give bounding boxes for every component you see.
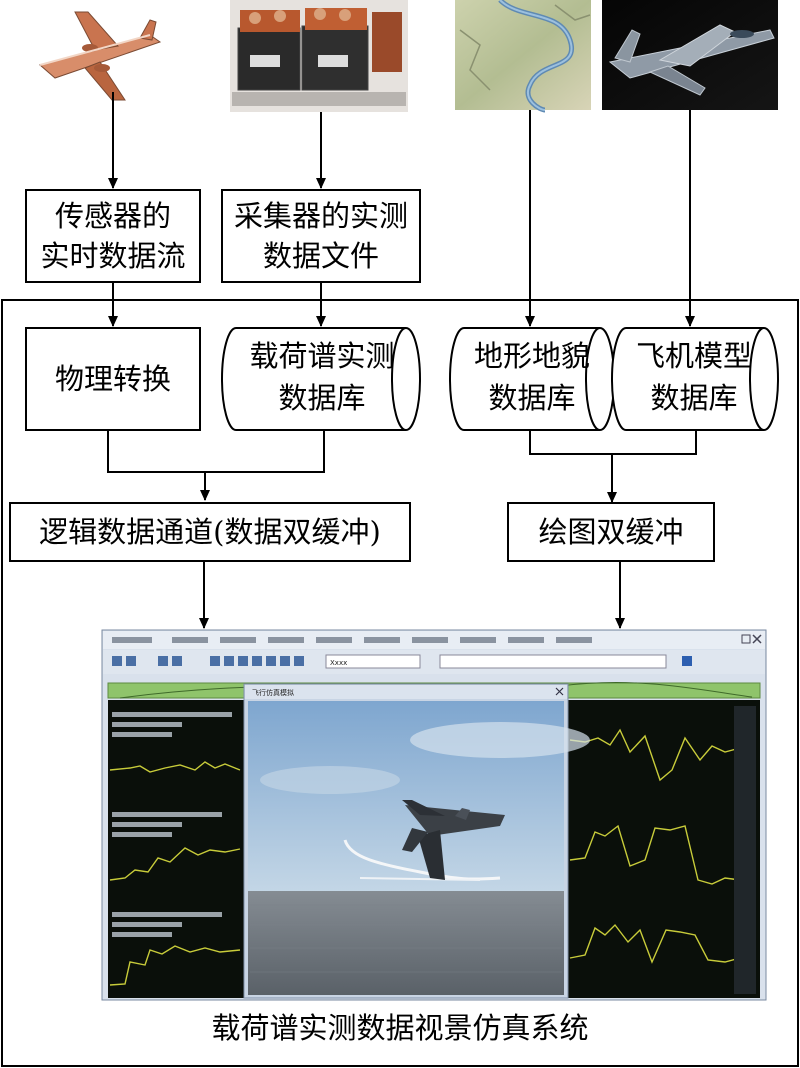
merge-line-right — [529, 430, 697, 455]
app-max-icon[interactable] — [741, 634, 751, 644]
collector-file-line2: 数据文件 — [263, 239, 379, 273]
terrain-db-line1: 地形地貌 — [474, 339, 590, 373]
terrain-db-cylinder: 地形地貌 数据库 — [449, 327, 615, 431]
app-menu-items — [112, 637, 592, 643]
draw-buffer-box: 绘图双缓冲 — [507, 502, 715, 562]
physical-conversion-label: 物理转换 — [55, 362, 171, 396]
toolbar-extra-icon[interactable] — [682, 656, 692, 666]
logic-channel-box: 逻辑数据通道(数据双缓冲) — [9, 502, 411, 562]
right-scale-strip — [734, 706, 756, 994]
sensor-stream-line2: 实时数据流 — [40, 239, 185, 273]
collector-hardware-image — [230, 0, 408, 112]
aircraft-model-db-line2: 数据库 — [650, 381, 737, 415]
collector-file-line1: 采集器的实测 — [234, 199, 408, 233]
physical-conversion-box: 物理转换 — [25, 327, 201, 431]
load-spectrum-db-line2: 数据库 — [278, 381, 365, 415]
left-signal-traces — [109, 761, 241, 986]
sim-sea — [248, 891, 564, 995]
left-signal-labels — [112, 712, 232, 937]
system-caption: 载荷谱实测数据视景仿真系统 — [211, 1011, 588, 1045]
collector-file-box: 采集器的实测 数据文件 — [221, 189, 421, 283]
app-close-icon[interactable] — [752, 634, 762, 644]
merge-line-left — [107, 430, 325, 473]
airliner-image — [38, 11, 162, 101]
toolbar-zoom-combo[interactable] — [325, 654, 421, 669]
draw-buffer-label: 绘图双缓冲 — [538, 515, 683, 549]
toolbar-path-combo[interactable] — [439, 654, 667, 669]
fighter-jet-image — [602, 0, 778, 110]
system-boundary — [1, 299, 799, 1067]
sim-fighter-jet — [402, 800, 505, 880]
sensor-stream-box: 传感器的 实时数据流 — [25, 189, 201, 283]
sim-window-title: 飞行仿真模拟 — [252, 688, 294, 697]
simulation-popup-window: 飞行仿真模拟 — [243, 683, 590, 999]
toolbar-zoom-value: Xxxx — [330, 659, 347, 667]
logic-channel-label: 逻辑数据通道(数据双缓冲) — [39, 515, 381, 549]
load-spectrum-db-line1: 载荷谱实测 — [249, 339, 394, 373]
toolbar-icons[interactable] — [112, 656, 304, 666]
aircraft-model-db-cylinder: 飞机模型 数据库 — [611, 327, 779, 431]
sim-window-close-icon[interactable] — [555, 687, 564, 696]
terrain-db-line2: 数据库 — [488, 381, 575, 415]
simulation-app-screenshot: Xxxx — [101, 629, 767, 1001]
load-spectrum-db-cylinder: 载荷谱实测 数据库 — [221, 327, 421, 431]
right-signal-traces — [569, 728, 741, 964]
sensor-stream-line1: 传感器的 — [55, 199, 171, 233]
aircraft-model-db-line1: 飞机模型 — [636, 339, 752, 373]
terrain-map-image — [455, 0, 591, 113]
